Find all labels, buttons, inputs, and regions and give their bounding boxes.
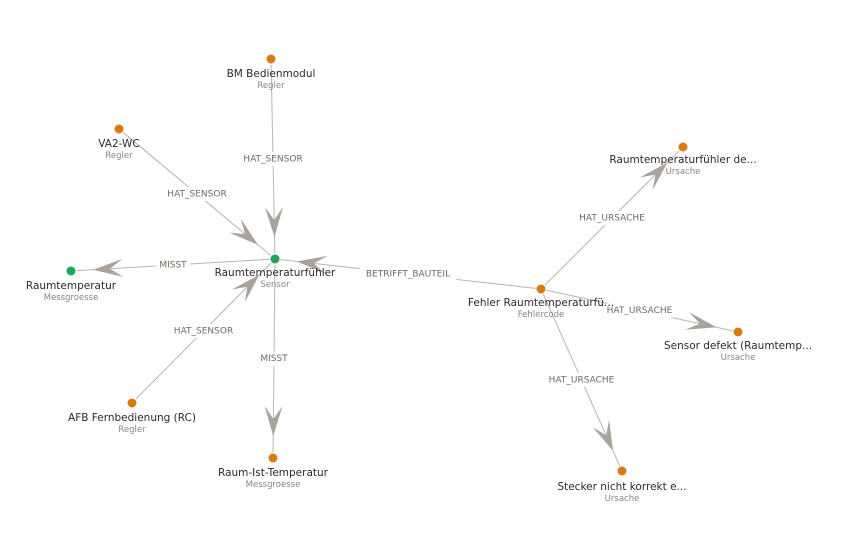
arrowhead-icon [685, 312, 717, 330]
edge-label: HAT_URSACHE [579, 214, 645, 224]
node-dot[interactable] [535, 283, 547, 295]
arrowhead-icon [639, 162, 668, 191]
edge-hat-sensor-va2-sensor[interactable]: HAT_SENSOR [118, 128, 276, 260]
node-type-label: Sensor [260, 280, 290, 290]
edge-label: HAT_SENSOR [167, 190, 226, 200]
edge-misst-sensor-raumist[interactable]: MISST [256, 258, 292, 459]
arrowhead-icon [264, 405, 283, 437]
node-type-label: Ursache [605, 494, 640, 504]
node-label: Raumtemperaturfühler [215, 267, 337, 279]
node-dot[interactable] [113, 123, 125, 135]
edge-hat-sensor-bm-sensor[interactable]: HAT_SENSOR [241, 58, 305, 260]
edge-label: HAT_SENSOR [174, 327, 233, 337]
edge-label: HAT_URSACHE [549, 376, 615, 386]
edge-hat-ursache-fehler-u3[interactable]: HAT_URSACHE [540, 288, 623, 472]
edge-label: HAT_URSACHE [607, 306, 673, 316]
node-dot[interactable] [269, 253, 281, 265]
node-type-label: Fehlercode [518, 310, 564, 320]
edge-betrifft-bauteil-fehler-sensor[interactable]: BETRIFFT_BAUTEIL [274, 255, 542, 290]
arrowhead-icon [229, 218, 259, 245]
edge-label: BETRIFFT_BAUTEIL [366, 270, 450, 280]
edge-label: MISST [260, 354, 288, 364]
arrowhead-icon [92, 258, 124, 277]
node-label: VA2-WC [98, 138, 139, 150]
node-dot[interactable] [126, 397, 138, 409]
node-fehler[interactable]: Fehler Raumtemperaturfü...Fehlercode [468, 283, 614, 320]
arrowhead-icon [231, 274, 260, 303]
node-type-label: Messgroesse [44, 293, 99, 303]
node-label: AFB Fernbedienung (RC) [68, 412, 196, 424]
node-type-label: Messgroesse [246, 480, 301, 490]
edge-hat-ursache-fehler-u2[interactable]: HAT_URSACHE [540, 288, 739, 333]
node-u3[interactable]: Stecker nicht korrekt e...Ursache [557, 465, 687, 504]
edge-label-background [359, 267, 457, 281]
edge-misst-sensor-raumtemp[interactable]: MISST [70, 258, 276, 277]
arrowhead-icon [264, 206, 283, 238]
edge-label-background [547, 373, 616, 387]
node-u2[interactable]: Sensor defekt (Raumtemp...Ursache [664, 326, 812, 363]
edge-hat-sensor-afb-sensor[interactable]: HAT_SENSOR [131, 258, 276, 404]
node-type-label: Regler [118, 425, 146, 435]
node-afb[interactable]: AFB Fernbedienung (RC)Regler [68, 397, 196, 435]
node-label: Raumtemperaturfühler de... [609, 154, 756, 166]
edge-label-background [241, 152, 305, 166]
node-u1[interactable]: Raumtemperaturfühler de...Ursache [609, 141, 757, 177]
nodes-layer: BM BedienmodulReglerVA2-WCReglerRaumtemp… [26, 53, 812, 504]
edge-label-background [172, 324, 235, 338]
edge-label-background [605, 303, 674, 318]
edge-label: MISST [159, 261, 187, 271]
edge-hat-ursache-fehler-u1[interactable]: HAT_URSACHE [540, 146, 684, 290]
node-label: Sensor defekt (Raumtemp... [664, 340, 812, 352]
arrowhead-icon [296, 255, 328, 274]
edge-label: HAT_SENSOR [243, 155, 302, 165]
edge-label-background [577, 211, 647, 225]
node-dot[interactable] [616, 465, 628, 477]
node-label: Fehler Raumtemperaturfü... [468, 297, 614, 309]
node-type-label: Regler [105, 151, 133, 161]
node-dot[interactable] [267, 452, 279, 464]
edge-label-background [256, 351, 292, 366]
arrowhead-icon [592, 419, 614, 451]
node-type-label: Ursache [721, 353, 756, 363]
edge-label-background [165, 187, 229, 201]
node-dot[interactable] [65, 265, 77, 277]
edge-label-background [155, 258, 191, 272]
node-dot[interactable] [732, 326, 744, 338]
node-label: Raum-Ist-Temperatur [218, 467, 329, 479]
node-dot[interactable] [677, 141, 689, 153]
node-dot[interactable] [265, 53, 277, 65]
node-label: BM Bedienmodul [227, 68, 316, 80]
edges-layer: HAT_SENSOR HAT_SENSOR HAT_SENSOR MISST MISST… [70, 58, 739, 472]
node-type-label: Ursache [666, 167, 701, 177]
node-label: Raumtemperatur [26, 280, 117, 292]
node-label: Stecker nicht korrekt e... [557, 481, 686, 493]
node-type-label: Regler [257, 81, 285, 91]
